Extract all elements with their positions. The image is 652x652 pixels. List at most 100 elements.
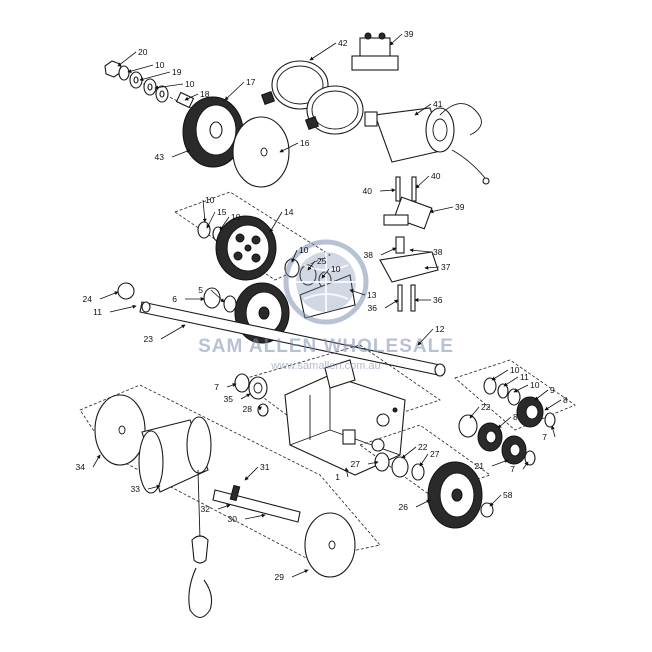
callout-leader-c9 — [534, 389, 549, 401]
callout-leader-c39a — [389, 33, 403, 46]
callout-label-c10h: 10 — [530, 380, 540, 390]
callout-label-c7a: 7 — [214, 382, 219, 392]
callout-label-c58: 58 — [503, 490, 513, 500]
callout-leader-c8a — [544, 399, 562, 411]
callout-leader-c38b — [409, 248, 432, 253]
callout-label-c13: 13 — [367, 290, 377, 300]
callout-leader-c35 — [240, 393, 251, 400]
callout-leader-c37 — [424, 265, 440, 270]
spacer-38 — [395, 236, 405, 254]
callout-leader-c25 — [307, 260, 316, 271]
callout-label-c15: 15 — [217, 207, 227, 217]
washer-7-left — [234, 373, 250, 393]
callout-label-c20: 20 — [138, 47, 148, 57]
callout-leader-c19 — [139, 71, 171, 82]
callout-label-c27a: 27 — [351, 459, 361, 469]
clamp-band-42b — [306, 85, 364, 135]
callout-label-c39a: 39 — [404, 29, 414, 39]
callout-label-c28: 28 — [243, 404, 253, 414]
drum-flange-29 — [304, 512, 356, 578]
callout-leader-c10c — [202, 199, 207, 223]
callout-label-c38a: 38 — [364, 250, 374, 260]
callout-leader-c26 — [415, 499, 431, 508]
callout-label-c34: 34 — [76, 462, 86, 472]
washer-28 — [257, 403, 269, 417]
callout-label-c14: 14 — [284, 207, 294, 217]
callout-label-c10a: 10 — [155, 60, 165, 70]
callout-leader-c10d — [219, 216, 230, 231]
callout-label-c7b: 7 — [542, 432, 547, 442]
callout-label-c30: 30 — [228, 514, 238, 524]
callout-label-c36a: 36 — [368, 303, 378, 313]
callout-leader-c18 — [184, 93, 199, 101]
washer-10-right — [483, 377, 497, 395]
callout-leader-c40a — [379, 188, 396, 193]
callout-label-c10d: 10 — [231, 212, 241, 222]
bracket-37 — [379, 251, 439, 283]
callout-label-c37: 37 — [441, 262, 451, 272]
drum-and-cable — [79, 384, 381, 619]
callout-label-c31: 31 — [260, 462, 270, 472]
callout-label-c27b: 27 — [430, 449, 440, 459]
callout-label-c21: 21 — [475, 461, 485, 471]
callout-leader-c7c — [522, 461, 529, 470]
motor-assembly — [260, 32, 490, 312]
callout-label-c10e: 10 — [299, 245, 309, 255]
callout-leader-c15 — [206, 211, 216, 229]
callout-label-c10c: 10 — [205, 195, 215, 205]
callout-leader-c13 — [349, 289, 366, 296]
callout-leader-c31 — [244, 466, 259, 481]
callout-leader-c7b — [550, 425, 556, 438]
callout-leader-c40b — [415, 175, 430, 189]
callout-leader-c16 — [279, 142, 299, 153]
callout-label-c11b: 11 — [520, 372, 529, 382]
hook-icon — [188, 567, 213, 619]
callout-label-c12: 12 — [435, 324, 445, 334]
callout-label-c16: 16 — [300, 138, 310, 148]
callout-label-c7c: 7 — [510, 464, 515, 474]
callout-leader-c39b — [429, 206, 454, 214]
callout-leader-c58 — [489, 494, 502, 507]
callout-leader-c8b — [497, 416, 512, 429]
callout-label-c10b: 10 — [185, 79, 195, 89]
callout-leader-c30 — [244, 513, 266, 520]
callout-leader-c11b — [503, 376, 519, 387]
callout-label-c33: 33 — [131, 484, 141, 494]
callout-label-c22a: 22 — [481, 402, 491, 412]
callout-leader-c7a — [226, 383, 237, 388]
callout-leader-c41 — [414, 103, 432, 116]
washer-58 — [480, 502, 494, 518]
callout-leader-c21 — [491, 459, 509, 467]
callout-label-c22b: 22 — [418, 442, 428, 452]
callout-label-c41: 41 — [433, 99, 443, 109]
callout-leader-c27a — [367, 460, 379, 465]
callout-leader-c10b — [154, 83, 184, 90]
callout-label-c8b: 8 — [513, 412, 518, 422]
bearing-25 — [299, 264, 317, 286]
callout-label-c42: 42 — [338, 38, 348, 48]
callout-leader-c5 — [210, 289, 225, 303]
washer-10-top — [118, 65, 130, 81]
callout-leader-c33 — [147, 484, 161, 490]
callout-leader-c17 — [224, 81, 245, 101]
callout-label-c19: 19 — [172, 67, 182, 77]
watermark-name: SAM ALLEN WHOLESALE — [198, 336, 454, 357]
bolt-36a — [397, 284, 403, 312]
callout-label-c5: 5 — [198, 285, 203, 295]
callout-leader-c20 — [117, 51, 137, 67]
callout-leader-c29 — [291, 569, 309, 578]
callout-leader-c42 — [309, 42, 337, 61]
callout-label-c43: 43 — [155, 152, 165, 162]
callout-leader-c36a — [384, 299, 399, 309]
callout-leader-c23 — [160, 324, 186, 340]
bearing-22 — [458, 414, 478, 438]
callout-label-c23: 23 — [144, 334, 154, 344]
callout-leader-c32 — [217, 504, 231, 510]
middle-gear-cluster — [117, 191, 446, 377]
callout-label-c40a: 40 — [363, 186, 373, 196]
bearing-22-lower — [391, 456, 409, 478]
callout-label-c35: 35 — [224, 394, 234, 404]
callout-label-c40b: 40 — [431, 171, 441, 181]
